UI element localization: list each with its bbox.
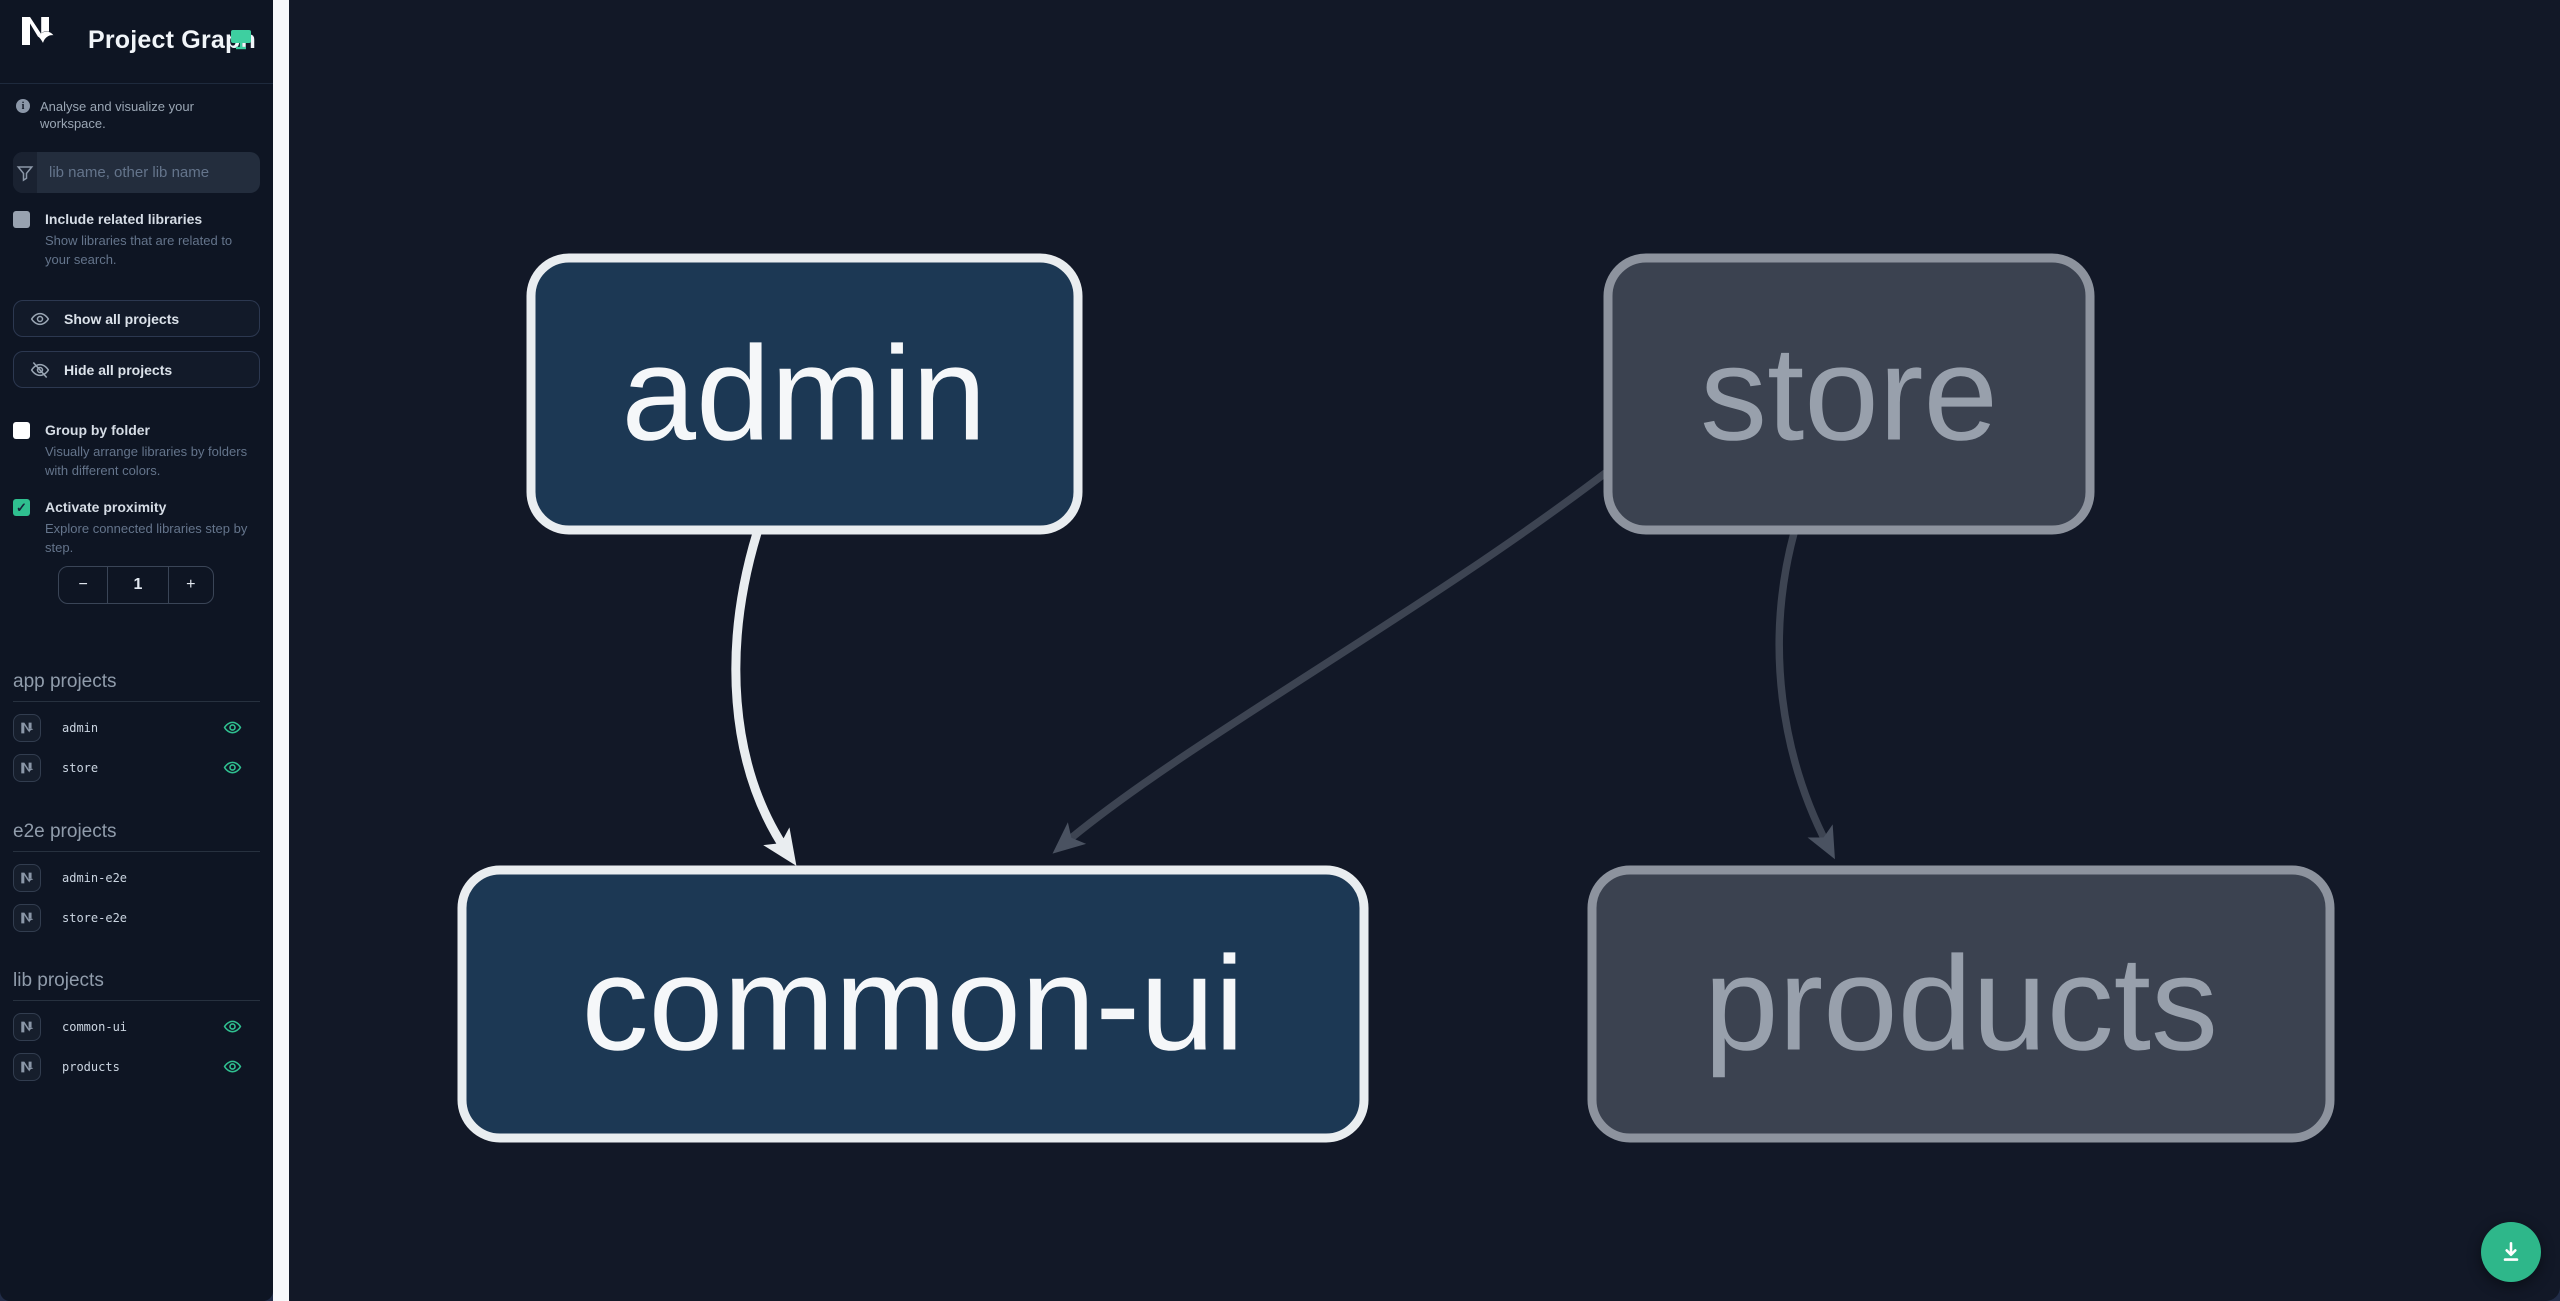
- visibility-eye-icon[interactable]: [223, 758, 242, 777]
- project-row-store[interactable]: store: [13, 751, 260, 784]
- eye-icon: [30, 312, 50, 325]
- project-name: admin-e2e: [62, 870, 128, 885]
- monitor-icon[interactable]: [229, 27, 253, 51]
- search-input[interactable]: [37, 152, 260, 193]
- graph-node-store[interactable]: store: [1603, 253, 2095, 535]
- show-all-projects-button[interactable]: Show all projects: [13, 300, 260, 337]
- checkbox-activate-proximity[interactable]: ✓: [13, 499, 30, 516]
- node-label-admin: admin: [622, 320, 987, 469]
- project-name: store: [62, 760, 99, 775]
- node-label-store: store: [1700, 320, 1998, 469]
- project-name: admin: [62, 720, 99, 735]
- checkbox-group-by-folder[interactable]: [13, 422, 30, 439]
- toggle-label: Activate proximity: [45, 499, 167, 515]
- toggle-description: Explore connected libraries step by step…: [45, 521, 248, 555]
- sidebar-resizer[interactable]: [273, 0, 289, 1301]
- nx-project-icon[interactable]: [13, 863, 41, 892]
- project-name: common-ui: [62, 1019, 128, 1034]
- project-name: store-e2e: [62, 910, 128, 925]
- section-title-lib-projects: lib projects: [13, 970, 260, 1001]
- app-title: Project Graph: [88, 26, 256, 54]
- checkbox-include-related[interactable]: [13, 211, 30, 228]
- nx-project-icon[interactable]: [13, 753, 41, 782]
- section-title-app-projects: app projects: [13, 671, 260, 702]
- project-row-common-ui[interactable]: common-ui: [13, 1010, 260, 1043]
- nx-project-icon[interactable]: [13, 1052, 41, 1081]
- visibility-eye-icon[interactable]: [223, 1017, 242, 1036]
- search-box: [13, 152, 260, 193]
- toggle-group-by-folder[interactable]: Group by folder Visually arrange librari…: [13, 420, 263, 480]
- show-all-projects-label: Show all projects: [64, 310, 180, 327]
- toggle-label: Group by folder: [45, 422, 150, 438]
- project-row-store-e2e[interactable]: store-e2e: [13, 901, 260, 934]
- nx-project-icon[interactable]: [13, 903, 41, 932]
- sidebar-header: Project Graph: [0, 0, 273, 84]
- workspace-info-text: Analyse and visualize your workspace.: [40, 99, 194, 131]
- edge-store-to-products: [1775, 532, 1835, 860]
- graph-node-common-ui[interactable]: common-ui: [457, 865, 1369, 1143]
- graph-node-products[interactable]: products: [1587, 865, 2335, 1143]
- toggle-include-related[interactable]: Include related libraries Show libraries…: [13, 209, 263, 269]
- visibility-eye-icon[interactable]: [223, 718, 242, 737]
- edge-store-to-common-ui: [1052, 465, 1615, 854]
- edge-admin-to-common-ui: [731, 531, 797, 866]
- project-row-products[interactable]: products: [13, 1050, 260, 1083]
- workspace-info: i Analyse and visualize your workspace.: [16, 98, 261, 132]
- proximity-stepper: − 1 +: [58, 566, 214, 604]
- nx-project-icon[interactable]: [13, 1012, 41, 1041]
- project-row-admin[interactable]: admin: [13, 711, 260, 744]
- section-title-e2e-projects: e2e projects: [13, 821, 260, 852]
- download-button[interactable]: [2481, 1222, 2541, 1282]
- graph-node-admin[interactable]: admin: [526, 253, 1083, 535]
- funnel-icon: [13, 152, 37, 193]
- stepper-value: 1: [133, 576, 143, 593]
- project-row-admin-e2e[interactable]: admin-e2e: [13, 861, 260, 894]
- toggle-label: Include related libraries: [45, 211, 203, 227]
- toggle-description: Show libraries that are related to your …: [45, 233, 233, 267]
- nx-project-icon[interactable]: [13, 713, 41, 742]
- node-label-common-ui: common-ui: [582, 930, 1245, 1079]
- nx-logo-icon: [22, 17, 54, 45]
- sidebar: Project Graph i Analyse and visualize yo…: [0, 0, 273, 1301]
- toggle-activate-proximity[interactable]: ✓ Activate proximity Explore connected l…: [13, 497, 263, 557]
- hide-all-projects-button[interactable]: Hide all projects: [13, 351, 260, 388]
- hide-all-projects-label: Hide all projects: [64, 361, 173, 378]
- visibility-eye-icon[interactable]: [223, 1057, 242, 1076]
- stepper-decrement-button[interactable]: −: [59, 567, 109, 603]
- toggle-description: Visually arrange libraries by folders wi…: [45, 444, 248, 478]
- node-label-products: products: [1704, 930, 2218, 1079]
- eye-off-icon: [30, 361, 50, 378]
- stepper-increment-button[interactable]: +: [167, 567, 213, 603]
- project-name: products: [62, 1059, 120, 1074]
- project-graph-svg: admin store common-ui products: [457, 253, 2335, 1143]
- info-icon: i: [16, 99, 30, 113]
- download-icon: [2503, 1242, 2519, 1261]
- graph-canvas[interactable]: admin store common-ui products: [289, 0, 2560, 1301]
